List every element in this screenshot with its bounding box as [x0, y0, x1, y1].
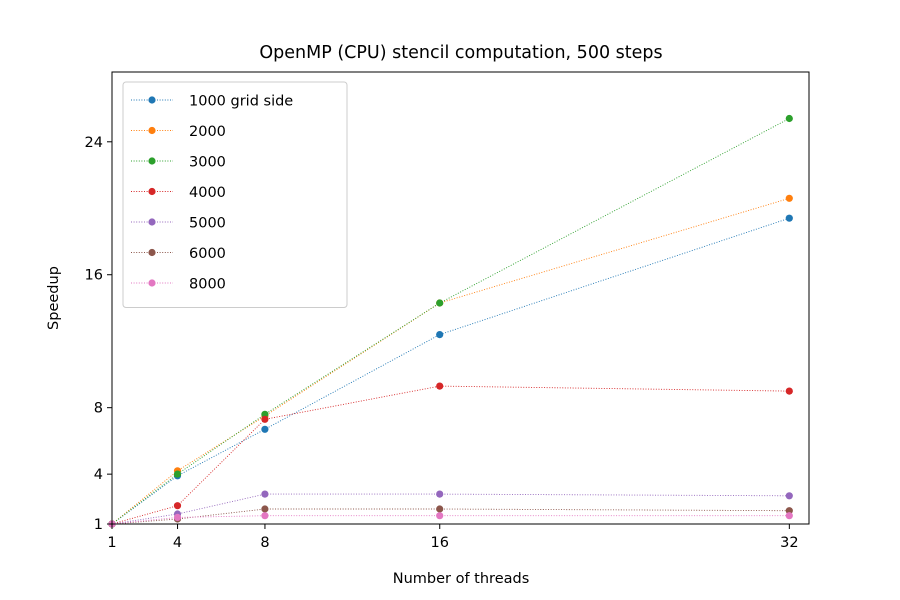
data-point: [436, 299, 444, 307]
data-point: [261, 410, 269, 418]
legend-label: 5000: [189, 216, 226, 232]
legend-label: 4000: [189, 185, 226, 201]
legend-item: 5000: [131, 216, 226, 232]
legend-marker: [148, 187, 156, 196]
data-point: [173, 470, 182, 478]
data-point: [436, 490, 444, 498]
data-point: [785, 387, 793, 395]
data-point: [436, 382, 444, 390]
x-tick-label: 8: [260, 535, 269, 551]
legend-item: 1000 grid side: [131, 94, 293, 110]
data-point: [261, 512, 269, 520]
data-point: [436, 512, 444, 520]
data-point: [785, 114, 793, 123]
plot-frame: [111, 71, 810, 525]
y-tick-label: 1: [94, 517, 103, 533]
legend-label: 6000: [189, 246, 226, 262]
x-tick-label: 1: [107, 535, 116, 551]
data-point: [785, 492, 793, 500]
legend-item: 4000: [131, 185, 226, 201]
data-point: [785, 507, 793, 515]
chart-title: OpenMP (CPU) stencil computation, 500 st…: [259, 43, 662, 63]
legend-marker: [148, 279, 156, 287]
data-point: [261, 415, 269, 423]
y-tick-label: 24: [85, 135, 103, 151]
legend-label: 2000: [189, 124, 226, 140]
legend-item: 8000: [131, 277, 226, 293]
data-point: [785, 194, 793, 202]
legend-marker: [148, 218, 156, 226]
data-point: [785, 214, 793, 222]
x-tick-label: 4: [173, 535, 182, 551]
y-tick-label: 8: [94, 401, 103, 417]
legend-marker: [148, 96, 156, 104]
data-point: [173, 513, 182, 522]
data-point: [261, 490, 269, 498]
legend-label: 3000: [189, 155, 226, 171]
legend-marker: [148, 157, 156, 165]
y-tick-label: 4: [94, 467, 103, 483]
legend-item: 3000: [131, 155, 226, 171]
legend-marker: [148, 126, 156, 135]
legend: 1000 grid side 2000 3000 4000 5000 6000 8000: [122, 81, 348, 308]
legend-item: 2000: [131, 124, 226, 140]
x-tick-label: 16: [431, 535, 449, 551]
data-point: [173, 502, 182, 510]
data-point: [785, 512, 793, 520]
data-point: [261, 505, 269, 513]
legend-item: 6000: [131, 246, 226, 262]
data-point: [261, 425, 269, 433]
legend-label: 1000 grid side: [189, 94, 293, 110]
series-line: [111, 118, 790, 525]
series-line: [111, 493, 790, 525]
y-axis: 1 4 8 16 24: [85, 135, 112, 533]
y-tick-label: 16: [85, 268, 103, 284]
x-axis-label: Number of threads: [393, 571, 530, 587]
legend-marker: [148, 248, 156, 257]
data-point: [436, 331, 444, 339]
y-axis-label: Speedup: [46, 266, 62, 330]
x-axis: 1 4 8 16 32: [107, 524, 799, 551]
legend-label: 8000: [189, 277, 226, 293]
data-point: [436, 505, 444, 513]
x-tick-label: 32: [780, 535, 798, 551]
legend-box: [122, 81, 348, 308]
